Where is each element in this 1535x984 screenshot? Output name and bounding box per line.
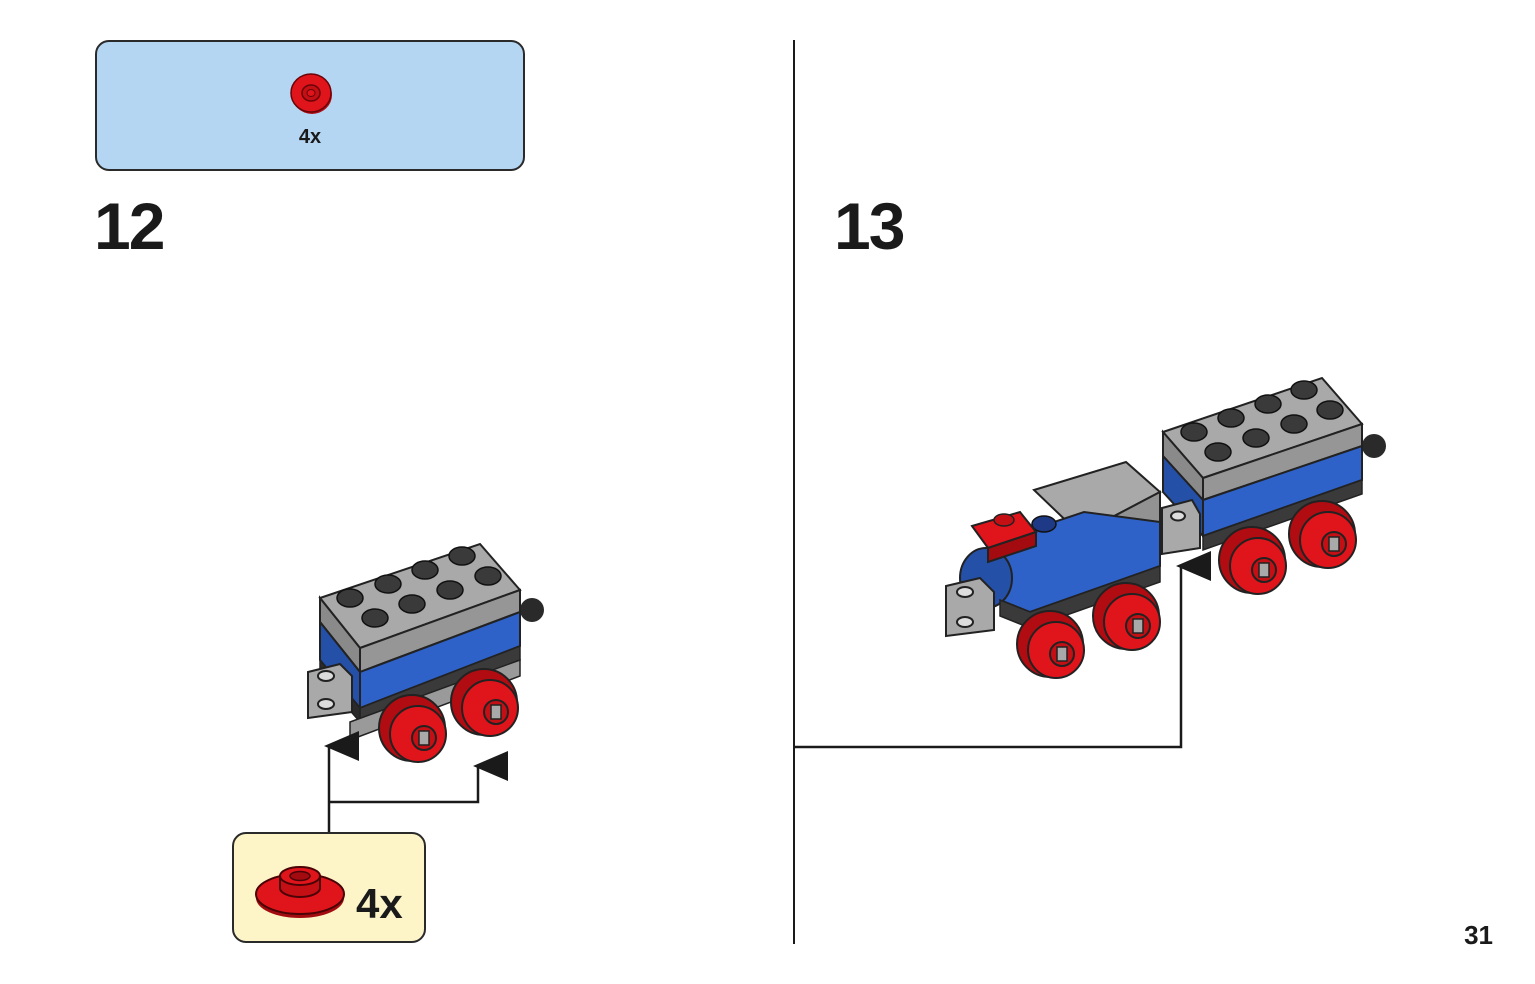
- step-number-12: 12: [94, 189, 165, 263]
- parts-list-box: 4x: [95, 40, 525, 171]
- wheel-icon: [1218, 526, 1287, 595]
- brick-studs: [1180, 380, 1344, 462]
- red-wheel-icon: [290, 73, 332, 114]
- wheel-icon: [1288, 500, 1357, 569]
- callout-quantity: 4x: [356, 880, 403, 927]
- step-13-arrow: [795, 551, 1211, 749]
- step-12-arrows: [324, 731, 508, 832]
- brick-studs: [336, 546, 502, 628]
- coupling-peg-icon: [1362, 434, 1386, 458]
- red-wheel-icon: [255, 866, 345, 918]
- coupling-hook-icon: [1161, 498, 1201, 556]
- wheel-icon: [378, 694, 447, 763]
- coupling-hook-icon: [945, 576, 995, 638]
- step-divider: [793, 40, 795, 944]
- train-model: [945, 376, 1386, 679]
- coupling-peg-icon: [520, 598, 544, 622]
- wheel-icon: [450, 668, 519, 737]
- parts-quantity: 4x: [298, 126, 322, 148]
- coupling-hook-icon: [307, 662, 353, 720]
- tender-wagon-model: [307, 542, 544, 763]
- step-number-13: 13: [834, 189, 905, 263]
- wheel-icon: [1092, 582, 1161, 651]
- page-number: 31: [1464, 920, 1493, 950]
- wheel-icon: [1016, 610, 1085, 679]
- step-12-callout: 4x: [232, 832, 426, 943]
